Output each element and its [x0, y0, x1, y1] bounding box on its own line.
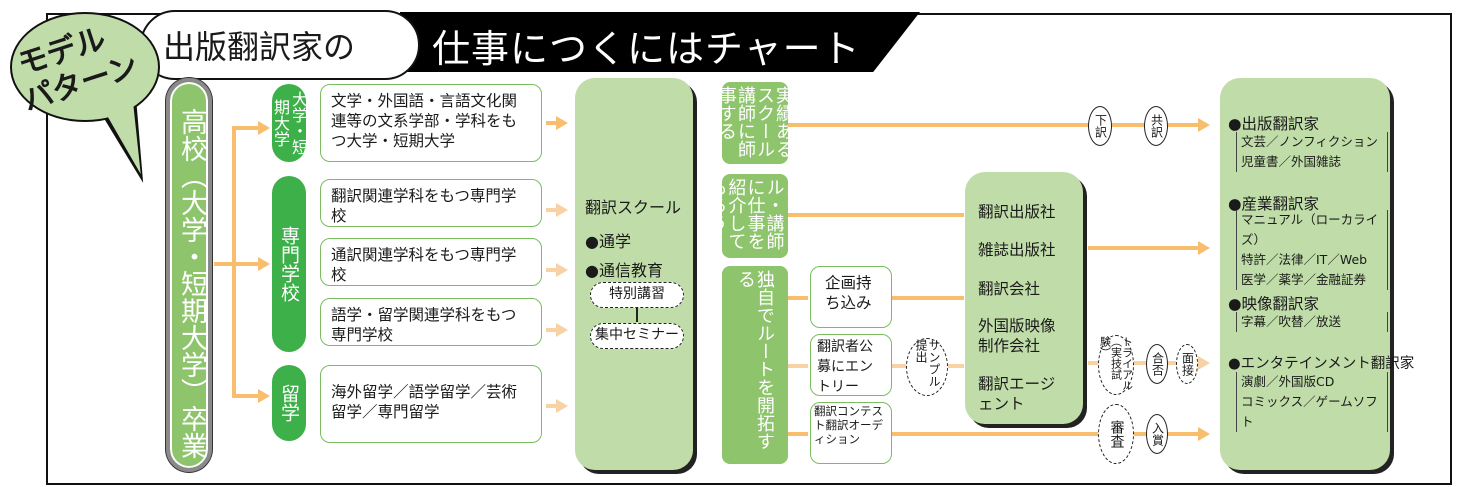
job-title: ●映像翻訳家: [1228, 295, 1320, 313]
school-item: ●通信教育: [585, 261, 663, 280]
job-detail: 医学／薬学／金融証券: [1241, 272, 1367, 287]
seminar-pill: 集中セミナー: [590, 323, 684, 349]
companies-box: [965, 172, 1083, 424]
connector: [788, 432, 808, 436]
connector: [232, 126, 260, 130]
connector: [788, 364, 808, 368]
cloud-title: 出版翻訳家の: [163, 28, 356, 66]
connector: [788, 123, 1200, 127]
category-university: 大学・短期大学: [271, 84, 308, 162]
job-detail: 演劇／外国版CD: [1241, 374, 1335, 389]
arrow-icon: [556, 203, 568, 217]
special-course-pill: 特別講習: [590, 282, 684, 308]
jobs-box: [1220, 78, 1390, 470]
job-title: ●産業翻訳家: [1228, 195, 1320, 213]
job-details: 字幕／吹替／放送: [1236, 312, 1388, 332]
job-detail: 児童書／外国雑誌: [1241, 154, 1342, 169]
arrow-icon: [1198, 356, 1210, 370]
translation-school-box: [575, 78, 693, 470]
job-detail: 文芸／ノンフィクション: [1241, 134, 1378, 149]
category-study-abroad: 留学: [272, 365, 306, 441]
self-route-box: 翻訳コンテスト翻訳オーディション: [810, 402, 892, 464]
start-pill: [166, 78, 212, 472]
company: 翻訳出版社: [978, 203, 1056, 221]
arrow-icon: [258, 389, 270, 403]
connector: [214, 262, 236, 266]
connector: [1088, 246, 1200, 250]
arrow-icon: [1198, 118, 1210, 132]
job-detail: マニュアル（ローカライズ）: [1241, 212, 1379, 247]
model-pattern-bubble: [10, 12, 160, 122]
path-box: 文学・外国語・言語文化関連等の文系学部・学科をもつ大学・短期大学: [320, 84, 542, 162]
step-pass: 合否: [1146, 344, 1168, 384]
step-cotranslation: 共訳: [1144, 106, 1168, 146]
arrow-icon: [556, 323, 568, 337]
arrow-icon: [556, 263, 568, 277]
chart-title: 仕事につくにはチャート: [432, 27, 861, 71]
step-review: 審査: [1098, 404, 1134, 464]
job-details: マニュアル（ローカライズ） 特許／法律／IT／Web 医学／薬学／金融証券: [1236, 210, 1388, 290]
route-self: 独自でルートを開拓する: [722, 266, 788, 464]
connector: [232, 394, 260, 398]
arrow-icon: [1198, 241, 1210, 255]
company: 雑誌出版社: [978, 241, 1056, 259]
route-referral: スクール・講師に仕事を紹介してもらう: [707, 174, 804, 258]
step-interview: 面接: [1176, 344, 1198, 384]
job-detail: 特許／法律／IT／Web: [1241, 252, 1368, 267]
job-details: 文芸／ノンフィクション 児童書／外国雑誌: [1236, 132, 1388, 172]
arrow-icon: [1198, 427, 1210, 441]
job-detail: 字幕／吹替／放送: [1241, 314, 1342, 329]
job-detail: コミックス／ゲームソフト: [1241, 394, 1378, 429]
pill-connector: [636, 308, 638, 322]
connector: [892, 296, 964, 300]
category-vocational: 専門学校: [272, 176, 306, 352]
connector: [546, 121, 558, 125]
arrow-icon: [258, 257, 270, 271]
arrow-icon: [556, 399, 568, 413]
connector: [546, 404, 558, 408]
connector: [788, 296, 808, 300]
company: 外国版映像制作会社: [978, 317, 1056, 355]
path-box: 通訳関連学科をもつ専門学校: [320, 238, 542, 286]
connector: [546, 208, 558, 212]
route-mentor: 実績あるスクール講師に師事する: [716, 82, 794, 164]
job-details: 演劇／外国版CD コミックス／ゲームソフト: [1236, 372, 1388, 432]
path-box: 翻訳関連学科をもつ専門学校: [320, 179, 542, 227]
connector: [232, 262, 260, 266]
path-box: 語学・留学関連学科をもつ専門学校: [320, 298, 542, 346]
path-box: 海外留学／語学留学／芸術留学／専門留学: [320, 365, 542, 443]
connector: [892, 432, 1200, 436]
job-title: ●出版翻訳家: [1228, 115, 1320, 133]
step-award: 入賞: [1146, 414, 1168, 454]
connector: [1088, 361, 1200, 365]
connector: [788, 213, 964, 217]
start-label: 高校（大学・短期大学）卒業: [176, 108, 207, 459]
self-route-box: 企画持ち込み: [810, 266, 892, 328]
arrow-icon: [258, 121, 270, 135]
company: 翻訳エージェント: [978, 375, 1056, 413]
step-subtranslation: 下訳: [1088, 106, 1112, 146]
title-cloud: [140, 10, 420, 80]
company: 翻訳会社: [978, 280, 1041, 298]
title-bar: [400, 12, 920, 72]
connector: [546, 268, 558, 272]
self-route-box: 翻訳者公募にエントリー: [810, 334, 892, 396]
job-title: ●エンタテインメント翻訳家: [1228, 356, 1415, 372]
arrow-icon: [556, 116, 568, 130]
connector: [546, 328, 558, 332]
step-trial: トライアル（実技試験）: [1098, 335, 1134, 395]
school-title: 翻訳スクール: [585, 198, 682, 217]
step-sample: サンプル提出: [906, 338, 948, 396]
school-item: ●通学: [585, 232, 631, 251]
